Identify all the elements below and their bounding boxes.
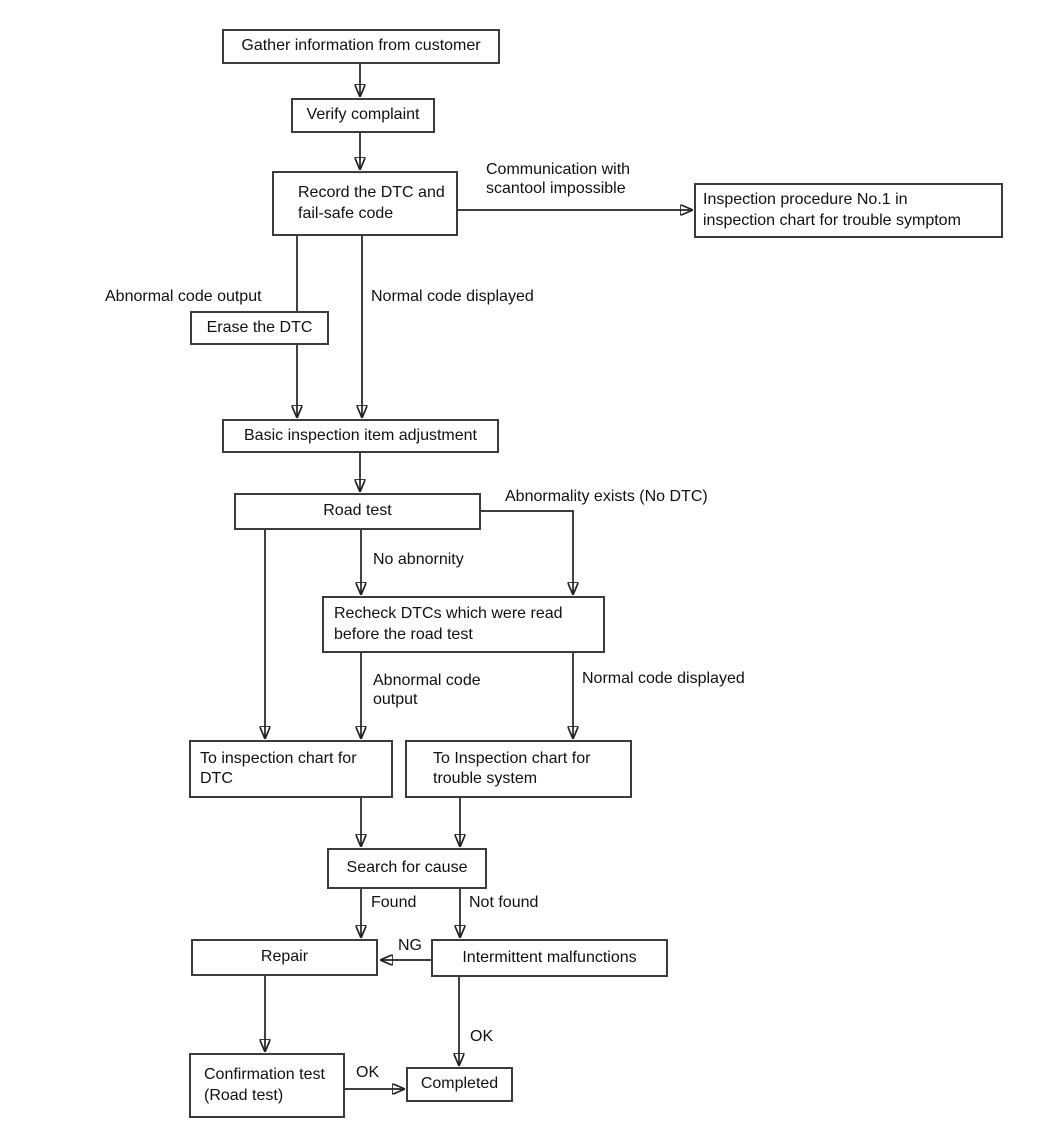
node-confirmation-test: Confirmation test (Road test)	[189, 1053, 345, 1118]
node-basic-inspection: Basic inspection item adjustment	[222, 419, 499, 453]
node-chart-for-trouble-system: To Inspection chart for trouble system	[405, 740, 632, 798]
label-not-found: Not found	[469, 894, 539, 911]
node-intermittent-malfunctions: Intermittent malfunctions	[431, 939, 668, 977]
node-gather-information: Gather information from customer	[222, 29, 500, 64]
node-record-dtc: Record the DTC and fail-safe code	[272, 171, 458, 236]
label-ok-intermittent: OK	[470, 1028, 494, 1045]
node-chart-for-dtc: To inspection chart for DTC	[189, 740, 393, 798]
node-inspection-procedure-no1: Inspection procedure No.1 in inspection …	[694, 183, 1003, 238]
label-abnormal-code-output-2: Abnormal code output	[373, 672, 481, 708]
label-abnormal-code-output: Abnormal code output	[105, 288, 262, 305]
node-recheck-dtcs: Recheck DTCs which were read before the …	[322, 596, 605, 653]
node-road-test: Road test	[234, 493, 481, 530]
arrow-roadtest-abnormality-to-recheck	[481, 510, 573, 594]
node-repair: Repair	[191, 939, 378, 976]
node-search-for-cause: Search for cause	[327, 848, 487, 889]
label-no-abnornity: No abnornity	[373, 551, 464, 568]
label-ng: NG	[398, 937, 422, 954]
node-verify-complaint: Verify complaint	[291, 98, 435, 133]
label-normal-code-displayed: Normal code displayed	[371, 288, 534, 305]
label-communication-impossible: Communication with scantool impossible	[486, 161, 631, 197]
node-completed: Completed	[406, 1067, 513, 1102]
label-ok-confirmation: OK	[356, 1064, 380, 1081]
label-abnormality-exists: Abnormality exists (No DTC)	[505, 488, 708, 505]
node-erase-dtc: Erase the DTC	[190, 311, 329, 345]
label-found: Found	[371, 894, 417, 911]
label-normal-code-displayed-2: Normal code displayed	[582, 670, 745, 687]
